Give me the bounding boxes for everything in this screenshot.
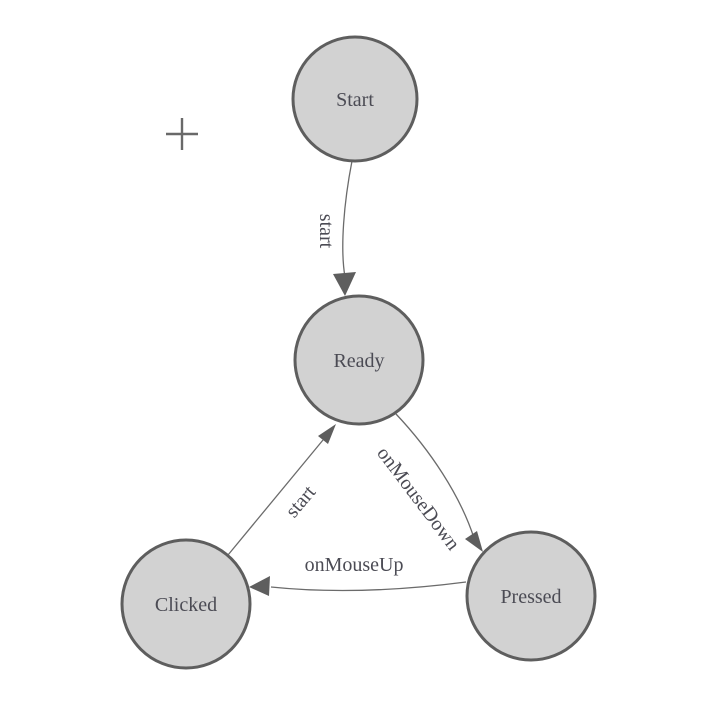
edge-line-clicked-to-ready[interactable] — [227, 439, 324, 556]
state-node-pressed[interactable]: Pressed — [465, 530, 597, 662]
state-node-start[interactable]: Start — [291, 35, 419, 163]
edge-label-start-to-ready: start — [315, 214, 337, 249]
arrowhead-icon-ready-to-pressed — [465, 531, 483, 552]
state-circle-start[interactable] — [291, 35, 419, 163]
edge-label-ready-to-pressed: onMouseDown — [372, 443, 464, 555]
state-node-ready[interactable]: Ready — [293, 294, 425, 426]
transition-ready-to-pressed: onMouseDown — [372, 413, 483, 555]
transition-clicked-to-ready: start — [227, 424, 336, 556]
crosshair-icon — [166, 118, 198, 150]
edge-line-pressed-to-clicked[interactable] — [270, 581, 467, 592]
state-label-start: Start — [336, 89, 374, 111]
edge-label-clicked-to-ready: start — [281, 481, 320, 522]
state-circle-pressed[interactable] — [465, 530, 597, 662]
arrowhead-icon-clicked-to-ready — [318, 424, 336, 444]
state-node-clicked[interactable]: Clicked — [120, 538, 252, 670]
edge-line-start-to-ready[interactable] — [342, 160, 353, 278]
state-label-clicked: Clicked — [155, 594, 217, 616]
arrowhead-icon-start-to-ready — [333, 272, 356, 296]
transition-pressed-to-clicked: onMouseUp — [249, 554, 467, 596]
edge-label-pressed-to-clicked: onMouseUp — [305, 554, 404, 576]
arrowhead-icon-pressed-to-clicked — [249, 576, 270, 596]
state-circle-clicked[interactable] — [120, 538, 252, 670]
transition-start-to-ready: start — [315, 160, 356, 296]
state-label-pressed: Pressed — [500, 586, 561, 608]
state-label-ready: Ready — [333, 350, 384, 372]
edge-line-ready-to-pressed[interactable] — [395, 413, 475, 539]
state-circle-ready[interactable] — [293, 294, 425, 426]
